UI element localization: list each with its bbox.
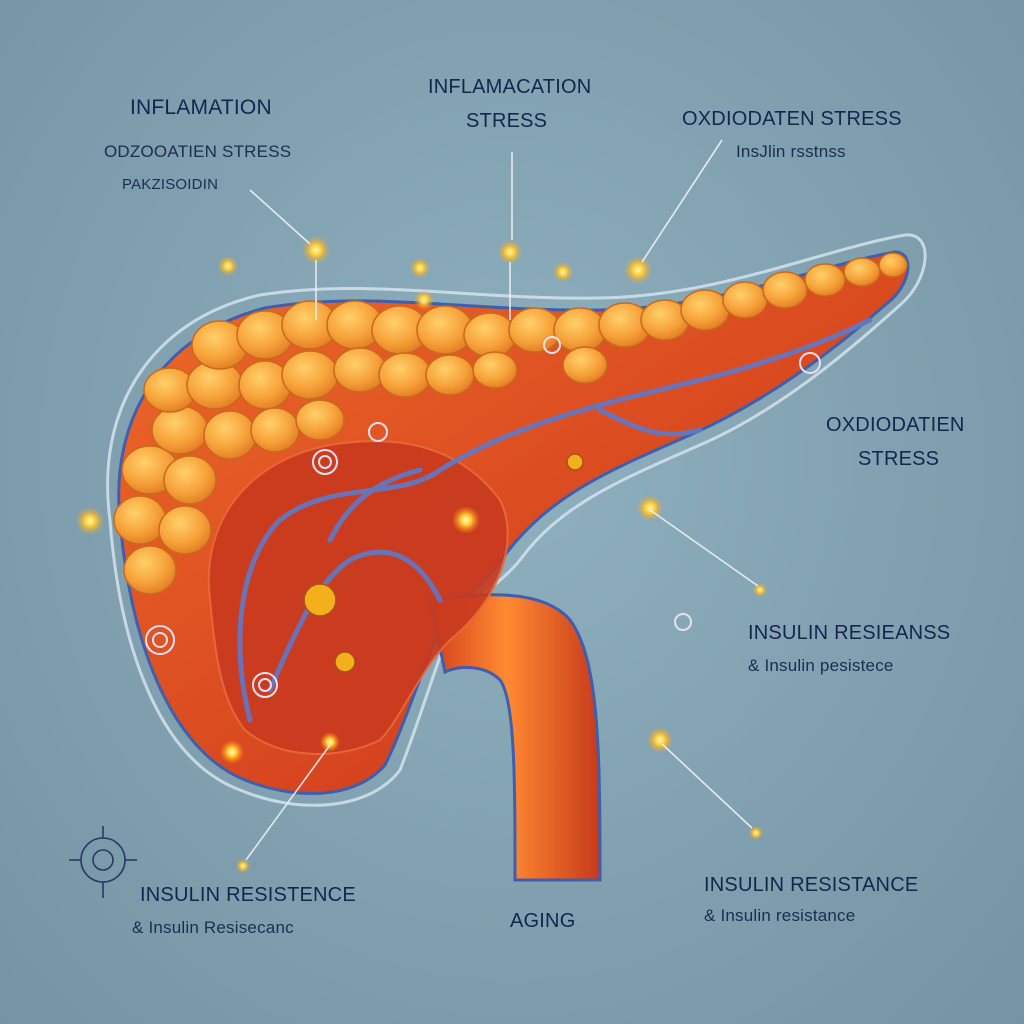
- label-pakzisoidin: PAKZISOIDIN: [122, 176, 219, 193]
- marker: [647, 727, 673, 753]
- marker: [236, 859, 250, 873]
- label-inflamacation: INFLAMACATION: [428, 76, 592, 98]
- marker: [414, 290, 434, 310]
- label-stress-right-mid: STRESS: [858, 448, 940, 470]
- marker: [753, 583, 767, 597]
- label-aging: AGING: [510, 910, 576, 932]
- marker: [410, 258, 430, 278]
- label-insulin-resistance-top: InsJlin rsstnss: [736, 142, 846, 161]
- label-inflammation: INFLAMATION: [130, 96, 272, 119]
- label-oxidation-stress-left: ODZOOATIEN STRESS: [104, 142, 292, 161]
- marker: [220, 740, 244, 764]
- label-insulin-resistance-lower-right: INSULIN RESIEANSS: [748, 622, 951, 644]
- islet-circles: [145, 336, 821, 698]
- marker: [218, 256, 238, 276]
- label-insulin-resistance-bottom-right: INSULIN RESISTANCE: [704, 874, 919, 896]
- marker: [320, 732, 340, 752]
- glow-markers: [76, 236, 767, 873]
- label-insulin-resistance-sub-bottom-right: & Insulin resistance: [704, 906, 856, 925]
- pancreatic-duct: [237, 317, 873, 723]
- nodules: [303, 453, 584, 673]
- inner-tissue: [207, 440, 509, 755]
- duodenum-tube: [428, 593, 602, 882]
- label-insulin-resistence-bottom-left: INSULIN RESISTENCE: [140, 884, 356, 906]
- acinar-lobules: [113, 252, 908, 595]
- marker: [452, 506, 480, 534]
- label-oxidation-stress-right: OXDIODATEN STRESS: [682, 108, 902, 130]
- label-insulin-resisecanc: & Insulin Resisecanc: [132, 918, 294, 937]
- circle-emblem-icon: [69, 826, 137, 898]
- label-stress-center: STRESS: [466, 110, 548, 132]
- callout-lines: [245, 139, 759, 861]
- label-insulin-pesistece: & Insulin pesistece: [748, 656, 894, 675]
- marker: [553, 262, 573, 282]
- marker: [624, 256, 652, 284]
- marker: [498, 240, 522, 264]
- label-oxidation-right-mid: OXDIODATIEN: [826, 414, 965, 436]
- organ-outline: [106, 233, 927, 807]
- marker: [76, 507, 104, 535]
- marker: [749, 826, 763, 840]
